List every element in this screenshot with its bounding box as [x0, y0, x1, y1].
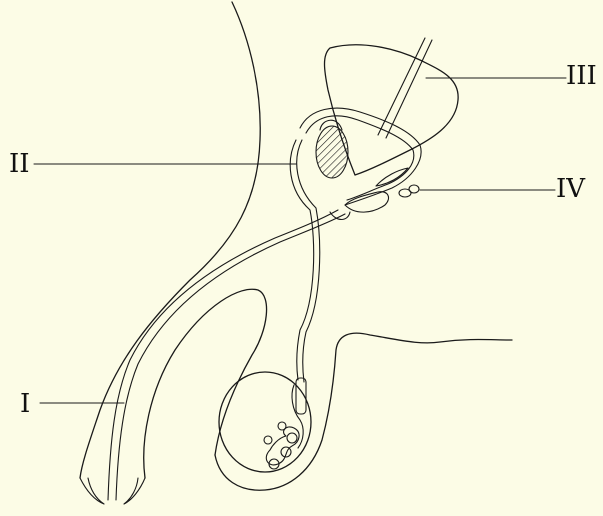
prostate [344, 191, 390, 213]
tubule-4 [277, 421, 287, 431]
cowper-gland-2 [408, 184, 420, 194]
tubule-5 [263, 435, 273, 445]
tubule-3 [286, 432, 298, 444]
vas-deferens-down-2 [296, 139, 321, 383]
vas-deferens-loop [299, 107, 422, 206]
ureter [377, 37, 426, 136]
vas-deferens-down-1 [289, 139, 315, 381]
scrotum-outline [214, 332, 513, 491]
hatched-gland [315, 125, 349, 179]
label-I: I [20, 389, 31, 419]
body-outline-upper [79, 1, 261, 479]
penis-outline [143, 288, 268, 479]
label-IV: IV [556, 174, 586, 204]
coiled-tubules [265, 426, 300, 466]
ureter-inner [385, 39, 433, 139]
urethra-outer [107, 209, 339, 501]
tubule-2 [280, 446, 292, 458]
label-II: II [9, 149, 30, 179]
duct-tip [375, 167, 409, 187]
epididymis-head [295, 377, 307, 415]
epididymis [291, 384, 304, 449]
cowper-gland-1 [398, 188, 412, 198]
prostate-lobe [329, 211, 351, 221]
vas-deferens-loop-inner [305, 115, 415, 201]
glans-left [79, 477, 105, 505]
tubule-1 [268, 458, 280, 470]
urethra-inner [115, 213, 346, 501]
testis [218, 371, 312, 473]
glans-right [123, 477, 146, 505]
label-III: III [566, 61, 597, 91]
gland-neck [319, 119, 343, 131]
bladder-outline [323, 44, 459, 176]
